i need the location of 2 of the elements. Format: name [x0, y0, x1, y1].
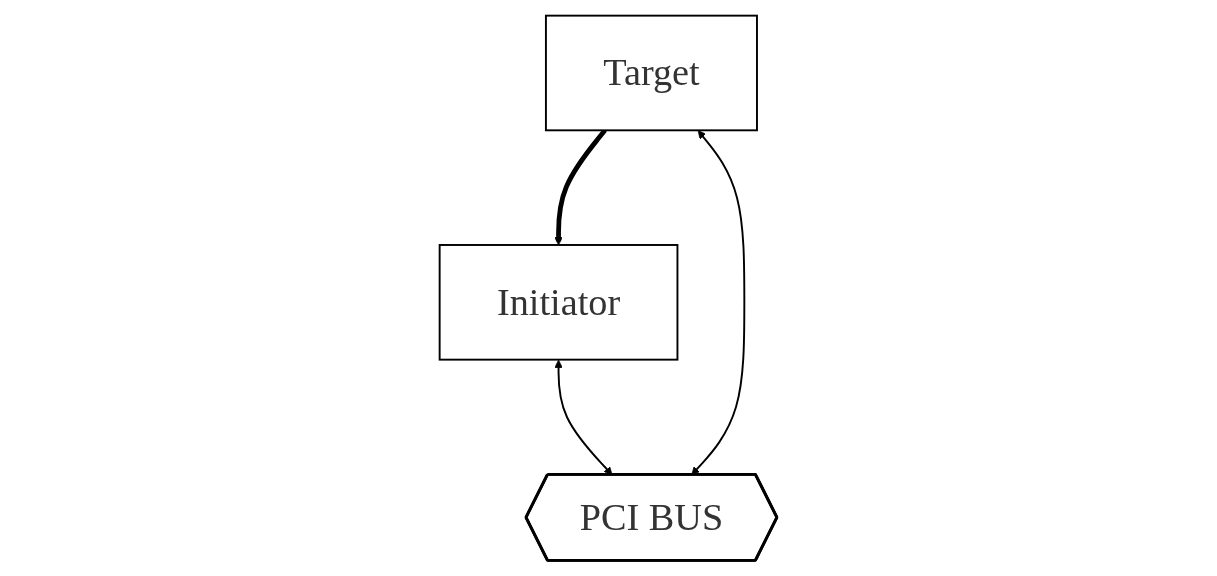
node-box: Target	[545, 14, 759, 132]
node-box: Initiator	[438, 244, 679, 361]
